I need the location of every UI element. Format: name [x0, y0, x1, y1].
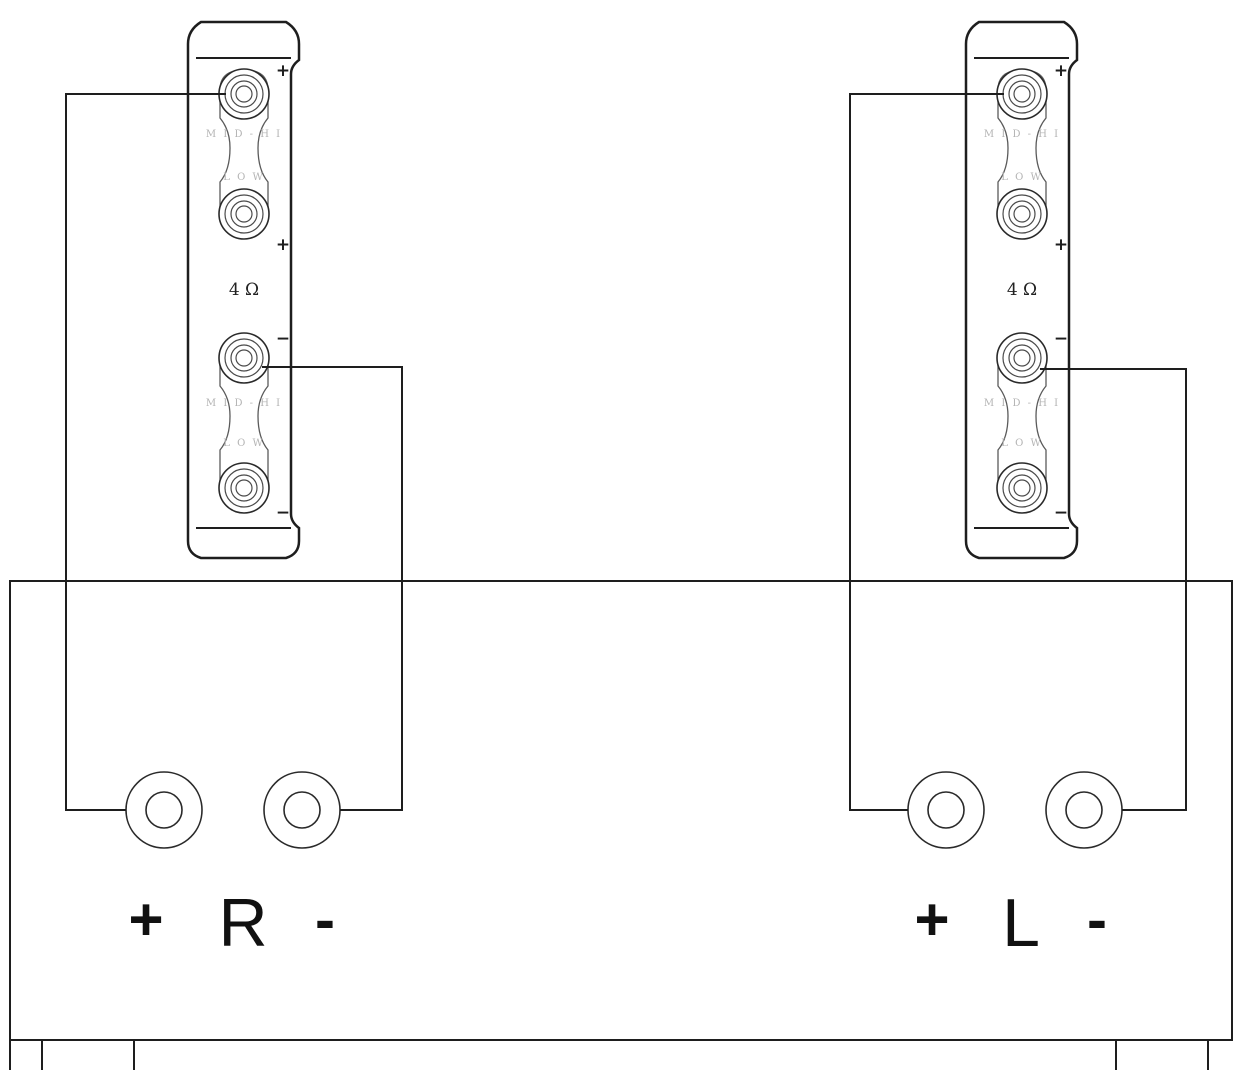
strap-upper-top-label: M I D - H I	[206, 129, 282, 140]
right-channel-label: R	[218, 885, 267, 961]
binding-post-midhi-plus[interactable]	[218, 68, 270, 120]
strap-upper-top-label: M I D - H I	[984, 129, 1060, 140]
strap-lower-bottom-label: L O W	[223, 438, 264, 449]
polarity-plus-mid: +	[1054, 235, 1068, 255]
amp-terminal-right-minus[interactable]	[263, 771, 341, 849]
amp-terminal-right-plus[interactable]	[125, 771, 203, 849]
wire-left-positive	[849, 93, 1004, 811]
wire-right-negative	[262, 366, 403, 811]
amplifier: + R - + L -	[9, 580, 1233, 1070]
speaker-panel-body	[964, 20, 1079, 560]
left-channel-minus-label: -	[1087, 886, 1107, 953]
polarity-plus-mid: +	[276, 235, 290, 255]
polarity-minus-bottom: −	[276, 503, 290, 523]
amp-terminal-left-plus[interactable]	[907, 771, 985, 849]
binding-post-low-plus[interactable]	[996, 188, 1048, 240]
speaker-panel-left: M I D - H I L O W M I D - H I L O W	[964, 20, 1079, 560]
speaker-panel-right: M I D - H I L O W M I D - H I L O W	[186, 20, 301, 560]
polarity-plus-top: +	[1054, 61, 1068, 81]
polarity-minus-bottom: −	[1054, 503, 1068, 523]
amplifier-foot-right	[1115, 1040, 1209, 1070]
amp-terminal-left-minus[interactable]	[1045, 771, 1123, 849]
binding-post-midhi-plus[interactable]	[996, 68, 1048, 120]
speaker-wires	[65, 93, 1187, 811]
strap-upper-bottom-label: L O W	[1001, 172, 1042, 183]
amplifier-chassis	[9, 580, 1233, 1070]
binding-post-midhi-minus[interactable]	[996, 332, 1048, 384]
left-channel-plus-label: +	[914, 886, 949, 953]
binding-post-low-plus[interactable]	[218, 188, 270, 240]
polarity-minus-top: −	[276, 329, 290, 349]
binding-post-low-minus[interactable]	[218, 462, 270, 514]
strap-upper-bottom-label: L O W	[223, 172, 264, 183]
speaker-panel-body	[186, 20, 301, 560]
impedance-label: 4 Ω	[1007, 280, 1037, 300]
impedance-label: 4 Ω	[229, 280, 259, 300]
polarity-plus-top: +	[276, 61, 290, 81]
strap-lower-top-label: M I D - H I	[984, 398, 1060, 409]
binding-post-midhi-minus[interactable]	[218, 332, 270, 384]
wire-right-positive	[65, 93, 226, 811]
strap-lower-top-label: M I D - H I	[206, 398, 282, 409]
right-channel-minus-label: -	[315, 886, 335, 953]
left-channel-label: L	[1002, 885, 1040, 961]
strap-lower-bottom-label: L O W	[1001, 438, 1042, 449]
amplifier-foot-left	[41, 1040, 135, 1070]
polarity-minus-top: −	[1054, 329, 1068, 349]
binding-post-low-minus[interactable]	[996, 462, 1048, 514]
right-channel-plus-label: +	[128, 886, 163, 953]
wire-left-negative	[1040, 368, 1187, 811]
